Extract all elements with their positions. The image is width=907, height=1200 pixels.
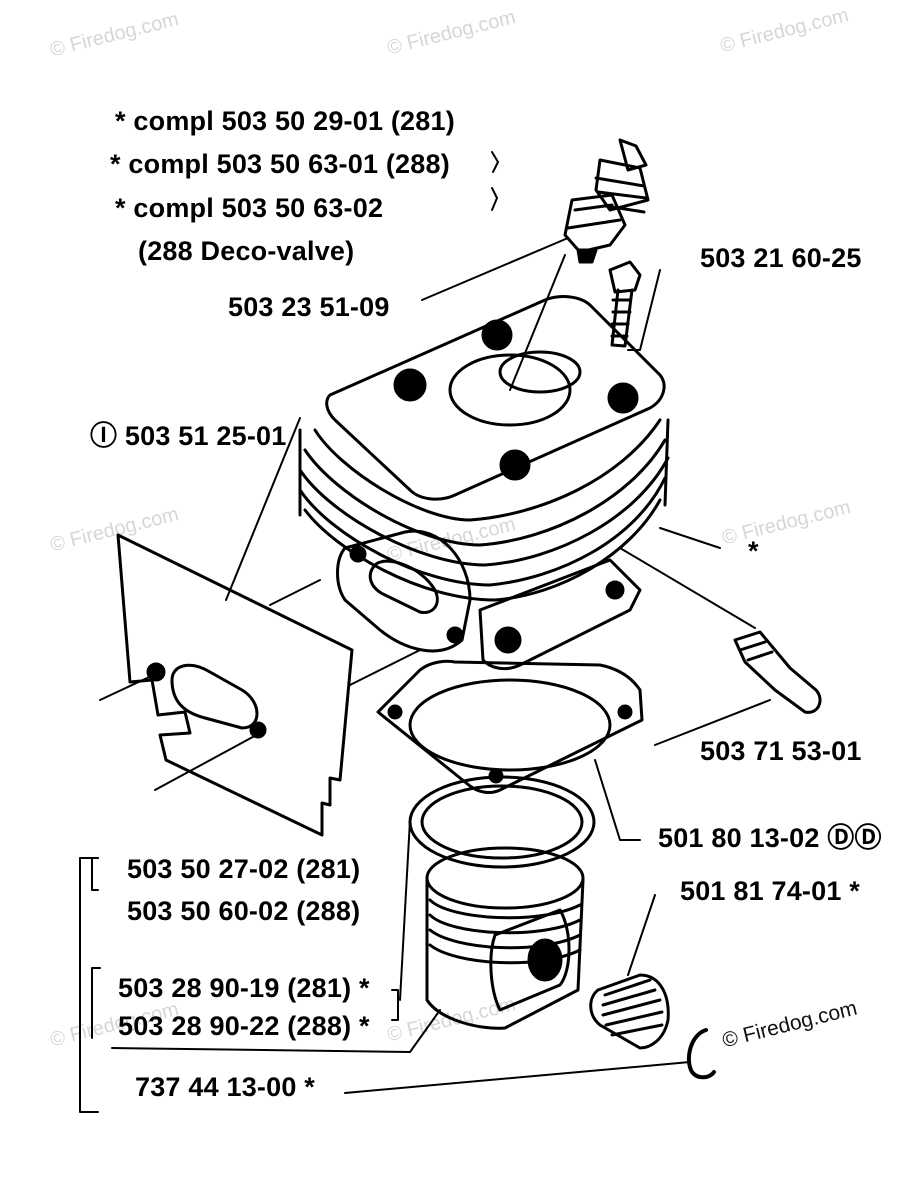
circlip-drawing: [686, 1028, 716, 1080]
label-piston-ring-281: 503 28 90-19 (281) *: [118, 973, 370, 1003]
valve-drawing: [733, 630, 822, 714]
label-cylinder-star: *: [748, 536, 759, 566]
label-gasket-plate: Ⓘ 503 51 25-01: [90, 421, 287, 451]
label-piston-288: 503 50 60-02 (288): [127, 896, 361, 926]
label-spark-plug: 503 23 51-09: [228, 292, 390, 322]
label-cylinder-compl-288-deco: * compl 503 50 63-02: [115, 193, 384, 223]
label-cylinder-compl-288: * compl 503 50 63-01 (288): [110, 149, 450, 179]
label-piston-281: 503 50 27-02 (281): [127, 854, 361, 884]
spark-plug-drawing: [563, 138, 650, 264]
label-circlip: 737 44 13-00 *: [135, 1072, 315, 1102]
label-deco-valve: (288 Deco-valve): [138, 236, 355, 266]
needle-bearing-drawing: [589, 973, 670, 1050]
label-piston-ring-288: 503 28 90-22 (288) *: [118, 1011, 370, 1041]
base-gasket-drawing: [376, 659, 644, 795]
label-cylinder-compl-281: * compl 503 50 29-01 (281): [115, 106, 455, 136]
label-needle-bearing: 501 81 74-01 *: [680, 876, 860, 906]
label-base-gasket: 501 80 13-02 ⒹⒹ: [658, 823, 882, 853]
label-bolt: 503 21 60-25: [700, 243, 862, 273]
label-valve: 503 71 53-01: [700, 736, 862, 766]
gasket-plate-drawing: [116, 533, 354, 837]
piston-drawing: [425, 846, 585, 1030]
leader-lines: [79, 151, 771, 1113]
bolt-drawing: [608, 260, 642, 348]
cylinder-drawing: [298, 295, 670, 671]
